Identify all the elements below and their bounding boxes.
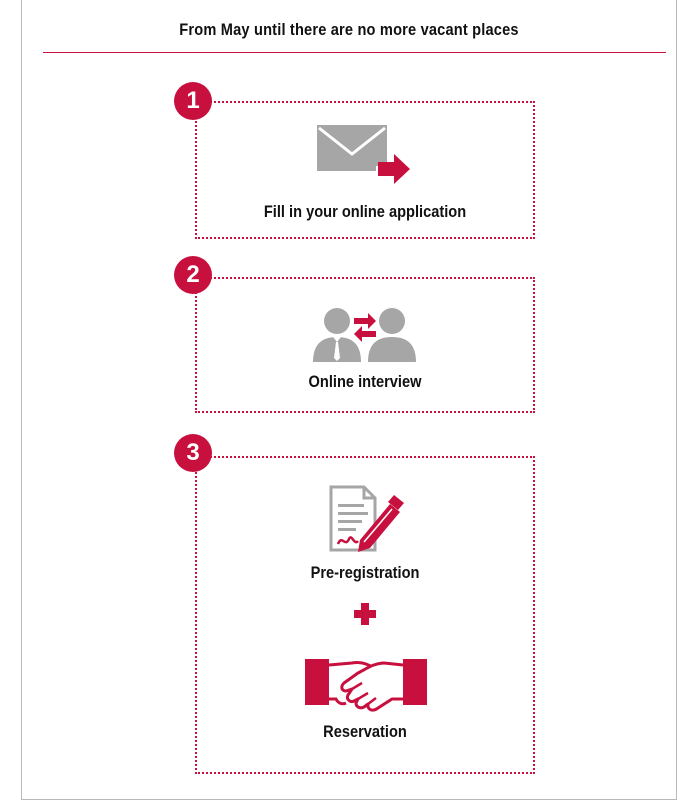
step-1-label: Fill in your online application: [263, 202, 467, 221]
envelope-send-icon: [317, 125, 410, 184]
handshake-icon: [305, 659, 427, 712]
step-3-box: [195, 456, 535, 774]
people-exchange-icon: [313, 308, 416, 362]
signed-document-icon: [329, 485, 404, 552]
step-3-badge: 3: [174, 434, 212, 472]
page-title: From May until there are no more vacant …: [179, 20, 519, 39]
step-1-badge: 1: [174, 82, 212, 120]
step-2-box: [195, 277, 535, 413]
title-divider: [43, 52, 666, 53]
step-3-label-preregistration: Pre-registration: [310, 563, 420, 582]
step-3-label-reservation: Reservation: [323, 722, 407, 741]
plus-icon: [354, 603, 376, 625]
step-1-box: [195, 101, 535, 239]
step-2-label: Online interview: [308, 372, 422, 391]
step-2-badge: 2: [174, 256, 212, 294]
